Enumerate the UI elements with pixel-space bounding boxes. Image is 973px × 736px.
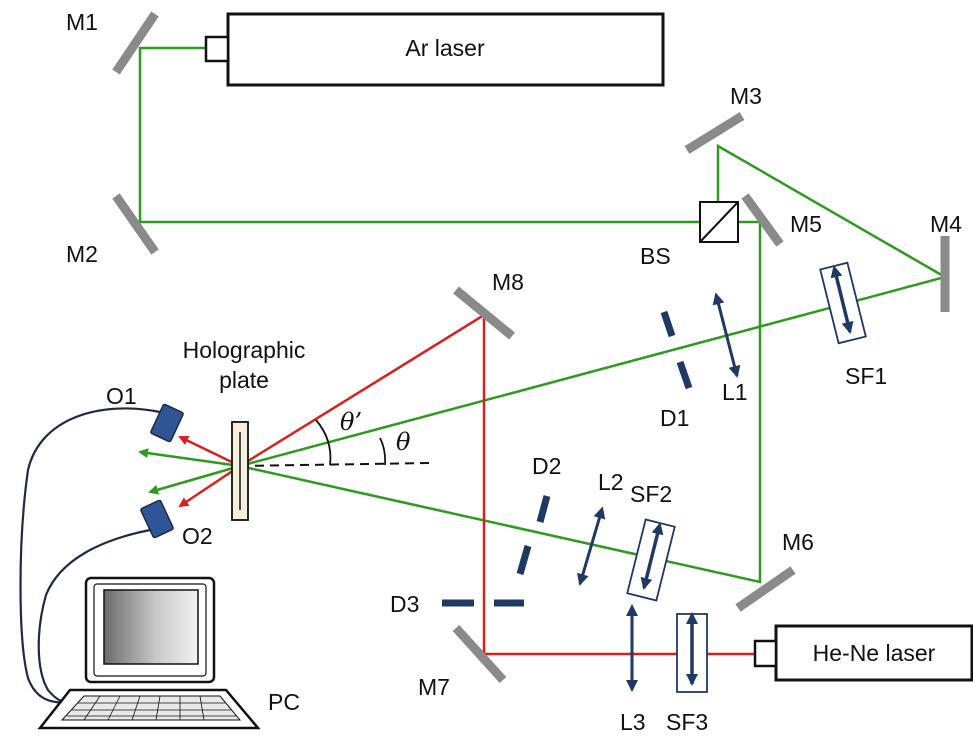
- theta-prime-label: θ’: [340, 408, 362, 436]
- red-output-lower: [178, 464, 241, 508]
- red-output-upper: [178, 435, 241, 468]
- pc-label: PC: [268, 689, 300, 715]
- mirror-m2: [112, 193, 159, 255]
- m7-label: M7: [418, 674, 450, 700]
- cable-o2: [37, 528, 151, 706]
- l1-label: L1: [722, 379, 748, 405]
- mirror-m8: [453, 286, 515, 340]
- output-beams: [138, 435, 241, 508]
- holographic-plate-label-line1: Holographic: [183, 337, 306, 363]
- plate-normal-dashed: [239, 462, 431, 467]
- red-beam-paths: [239, 312, 755, 656]
- l3-label: L3: [620, 709, 646, 735]
- beam-bs-m5-m6-plate: [239, 220, 762, 584]
- hene-laser-label: He-Ne laser: [813, 640, 936, 666]
- spatial-filter-sf2: [626, 518, 676, 602]
- spatial-filter-sf3: [676, 612, 708, 693]
- theta-prime-arc: [315, 419, 332, 466]
- lens-l1: [712, 292, 741, 378]
- theta-label: θ: [396, 428, 411, 456]
- detector-o2: [140, 499, 174, 539]
- holographic-plate-label-line2: plate: [219, 367, 269, 393]
- mirror-m5: [741, 193, 784, 247]
- text-labels: Ar laser He-Ne laser M1 M2 M3 M4 M5 M6 M…: [66, 9, 962, 735]
- mirror-m6: [735, 566, 796, 612]
- green-beam-paths: [138, 46, 949, 584]
- hene-laser: [753, 624, 973, 682]
- l2-label: L2: [598, 469, 624, 495]
- hene-laser-aperture: [753, 639, 778, 668]
- sf2-label: SF2: [630, 481, 672, 507]
- d1-label: D1: [660, 405, 689, 431]
- pc-screen: [103, 589, 199, 665]
- spatial-filter-sf1: [819, 261, 867, 345]
- ar-laser-aperture: [204, 35, 230, 63]
- m1-label: M1: [66, 9, 98, 35]
- m4-label: M4: [930, 211, 962, 237]
- mirrors: [112, 11, 950, 684]
- lenses: [577, 292, 741, 692]
- ar-laser-label: Ar laser: [405, 35, 485, 61]
- m2-label: M2: [66, 241, 98, 267]
- beam-ar-to-m1-m2-bs: [138, 46, 700, 224]
- pc-computer: [37, 576, 261, 730]
- detector-o1: [150, 403, 184, 443]
- cable-o1: [19, 407, 161, 704]
- green-output-upper: [138, 448, 241, 468]
- sf1-label: SF1: [845, 363, 887, 389]
- m3-label: M3: [730, 83, 762, 109]
- diaphragm-d2: [516, 495, 551, 575]
- m8-label: M8: [492, 269, 524, 295]
- ar-laser: [204, 12, 665, 87]
- m5-label: M5: [790, 211, 822, 237]
- o2-label: O2: [182, 523, 213, 549]
- beam-splitter: [699, 201, 739, 243]
- green-output-lower: [148, 464, 241, 495]
- holographic-plate: [231, 421, 249, 521]
- mirror-m7: [452, 624, 507, 684]
- bs-label: BS: [640, 243, 671, 269]
- diaphragm-d1: [660, 310, 693, 390]
- mirror-m1: [112, 11, 159, 75]
- theta-arc: [379, 437, 387, 466]
- o1-label: O1: [106, 383, 137, 409]
- lens-l2: [577, 506, 606, 586]
- d3-label: D3: [390, 591, 419, 617]
- beam-hene-m7-m8-plate: [239, 312, 755, 656]
- beam-bs-m3-m4-plate: [239, 143, 949, 468]
- mirror-m3: [684, 112, 745, 154]
- m6-label: M6: [782, 529, 814, 555]
- sf3-label: SF3: [666, 709, 708, 735]
- d2-label: D2: [532, 453, 561, 479]
- detector-cables: [19, 407, 161, 706]
- diaphragms: [442, 310, 693, 607]
